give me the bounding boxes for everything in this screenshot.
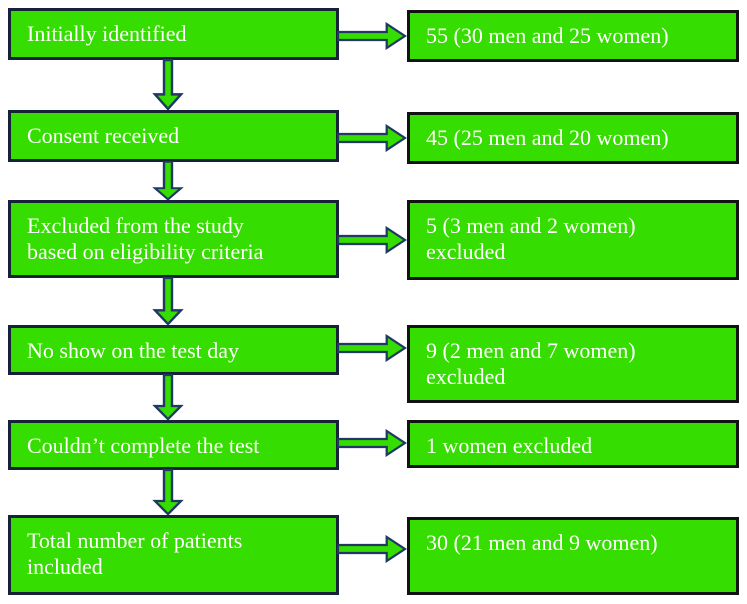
right-arrow (337, 429, 408, 457)
right-arrow (337, 226, 408, 254)
flow-box-excluded-eligibility: Excluded from the study based on eligibi… (8, 200, 339, 278)
flow-box-consent-received: Consent received (8, 110, 339, 162)
count-box-consent-received: 45 (25 men and 20 women) (407, 112, 739, 164)
flow-box-no-show: No show on the test day (8, 325, 339, 375)
down-arrow (152, 59, 184, 111)
flow-box-couldnt-complete: Couldn’t complete the test (8, 420, 339, 470)
count-box-initially-identified: 55 (30 men and 25 women) (407, 10, 739, 62)
right-arrow (337, 535, 408, 563)
right-arrow (337, 22, 408, 50)
flow-box-total-included: Total number of patients included (8, 515, 339, 595)
right-arrow (337, 334, 408, 362)
count-box-total-included: 30 (21 men and 9 women) (407, 517, 739, 595)
down-arrow (152, 374, 184, 421)
count-box-no-show: 9 (2 men and 7 women) excluded (407, 325, 739, 403)
count-box-excluded-eligibility: 5 (3 men and 2 women) excluded (407, 200, 739, 280)
flow-box-initially-identified: Initially identified (8, 8, 339, 60)
right-arrow (337, 124, 408, 152)
count-box-couldnt-complete: 1 women excluded (407, 420, 739, 468)
down-arrow (152, 161, 184, 201)
down-arrow (152, 469, 184, 516)
down-arrow (152, 277, 184, 326)
